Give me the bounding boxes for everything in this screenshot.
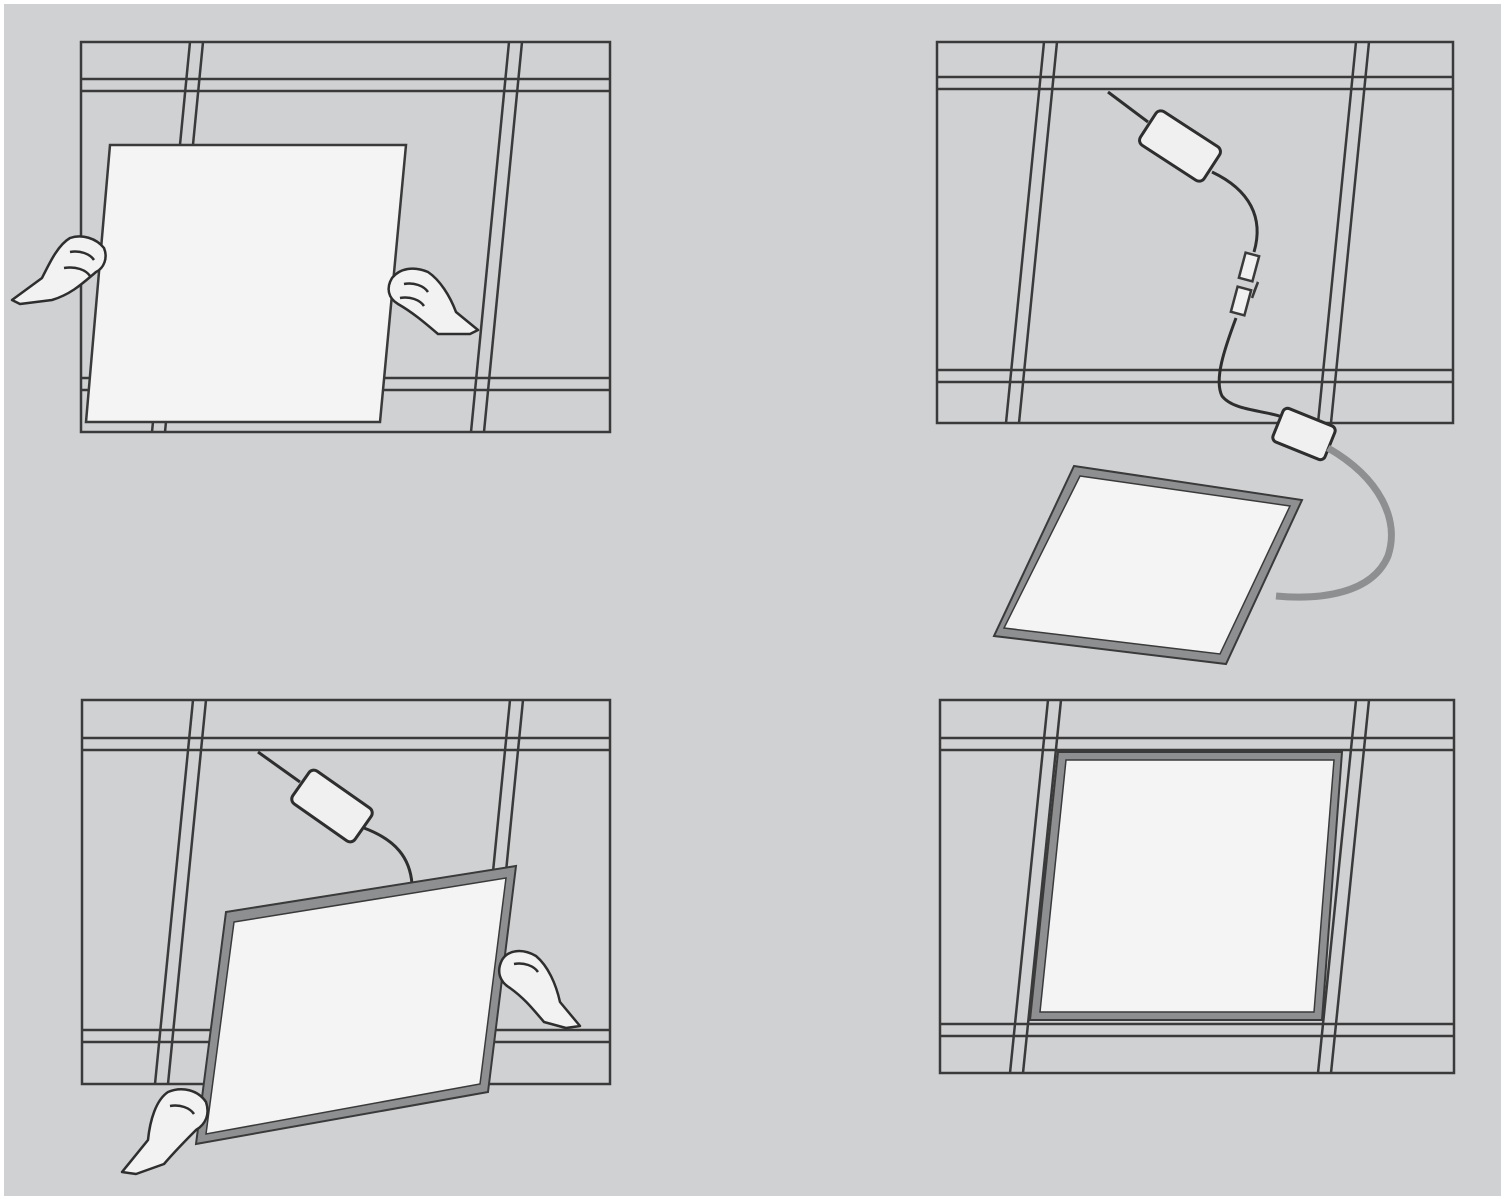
led-panel-icon [1030,752,1342,1020]
led-panel-icon [86,145,406,422]
